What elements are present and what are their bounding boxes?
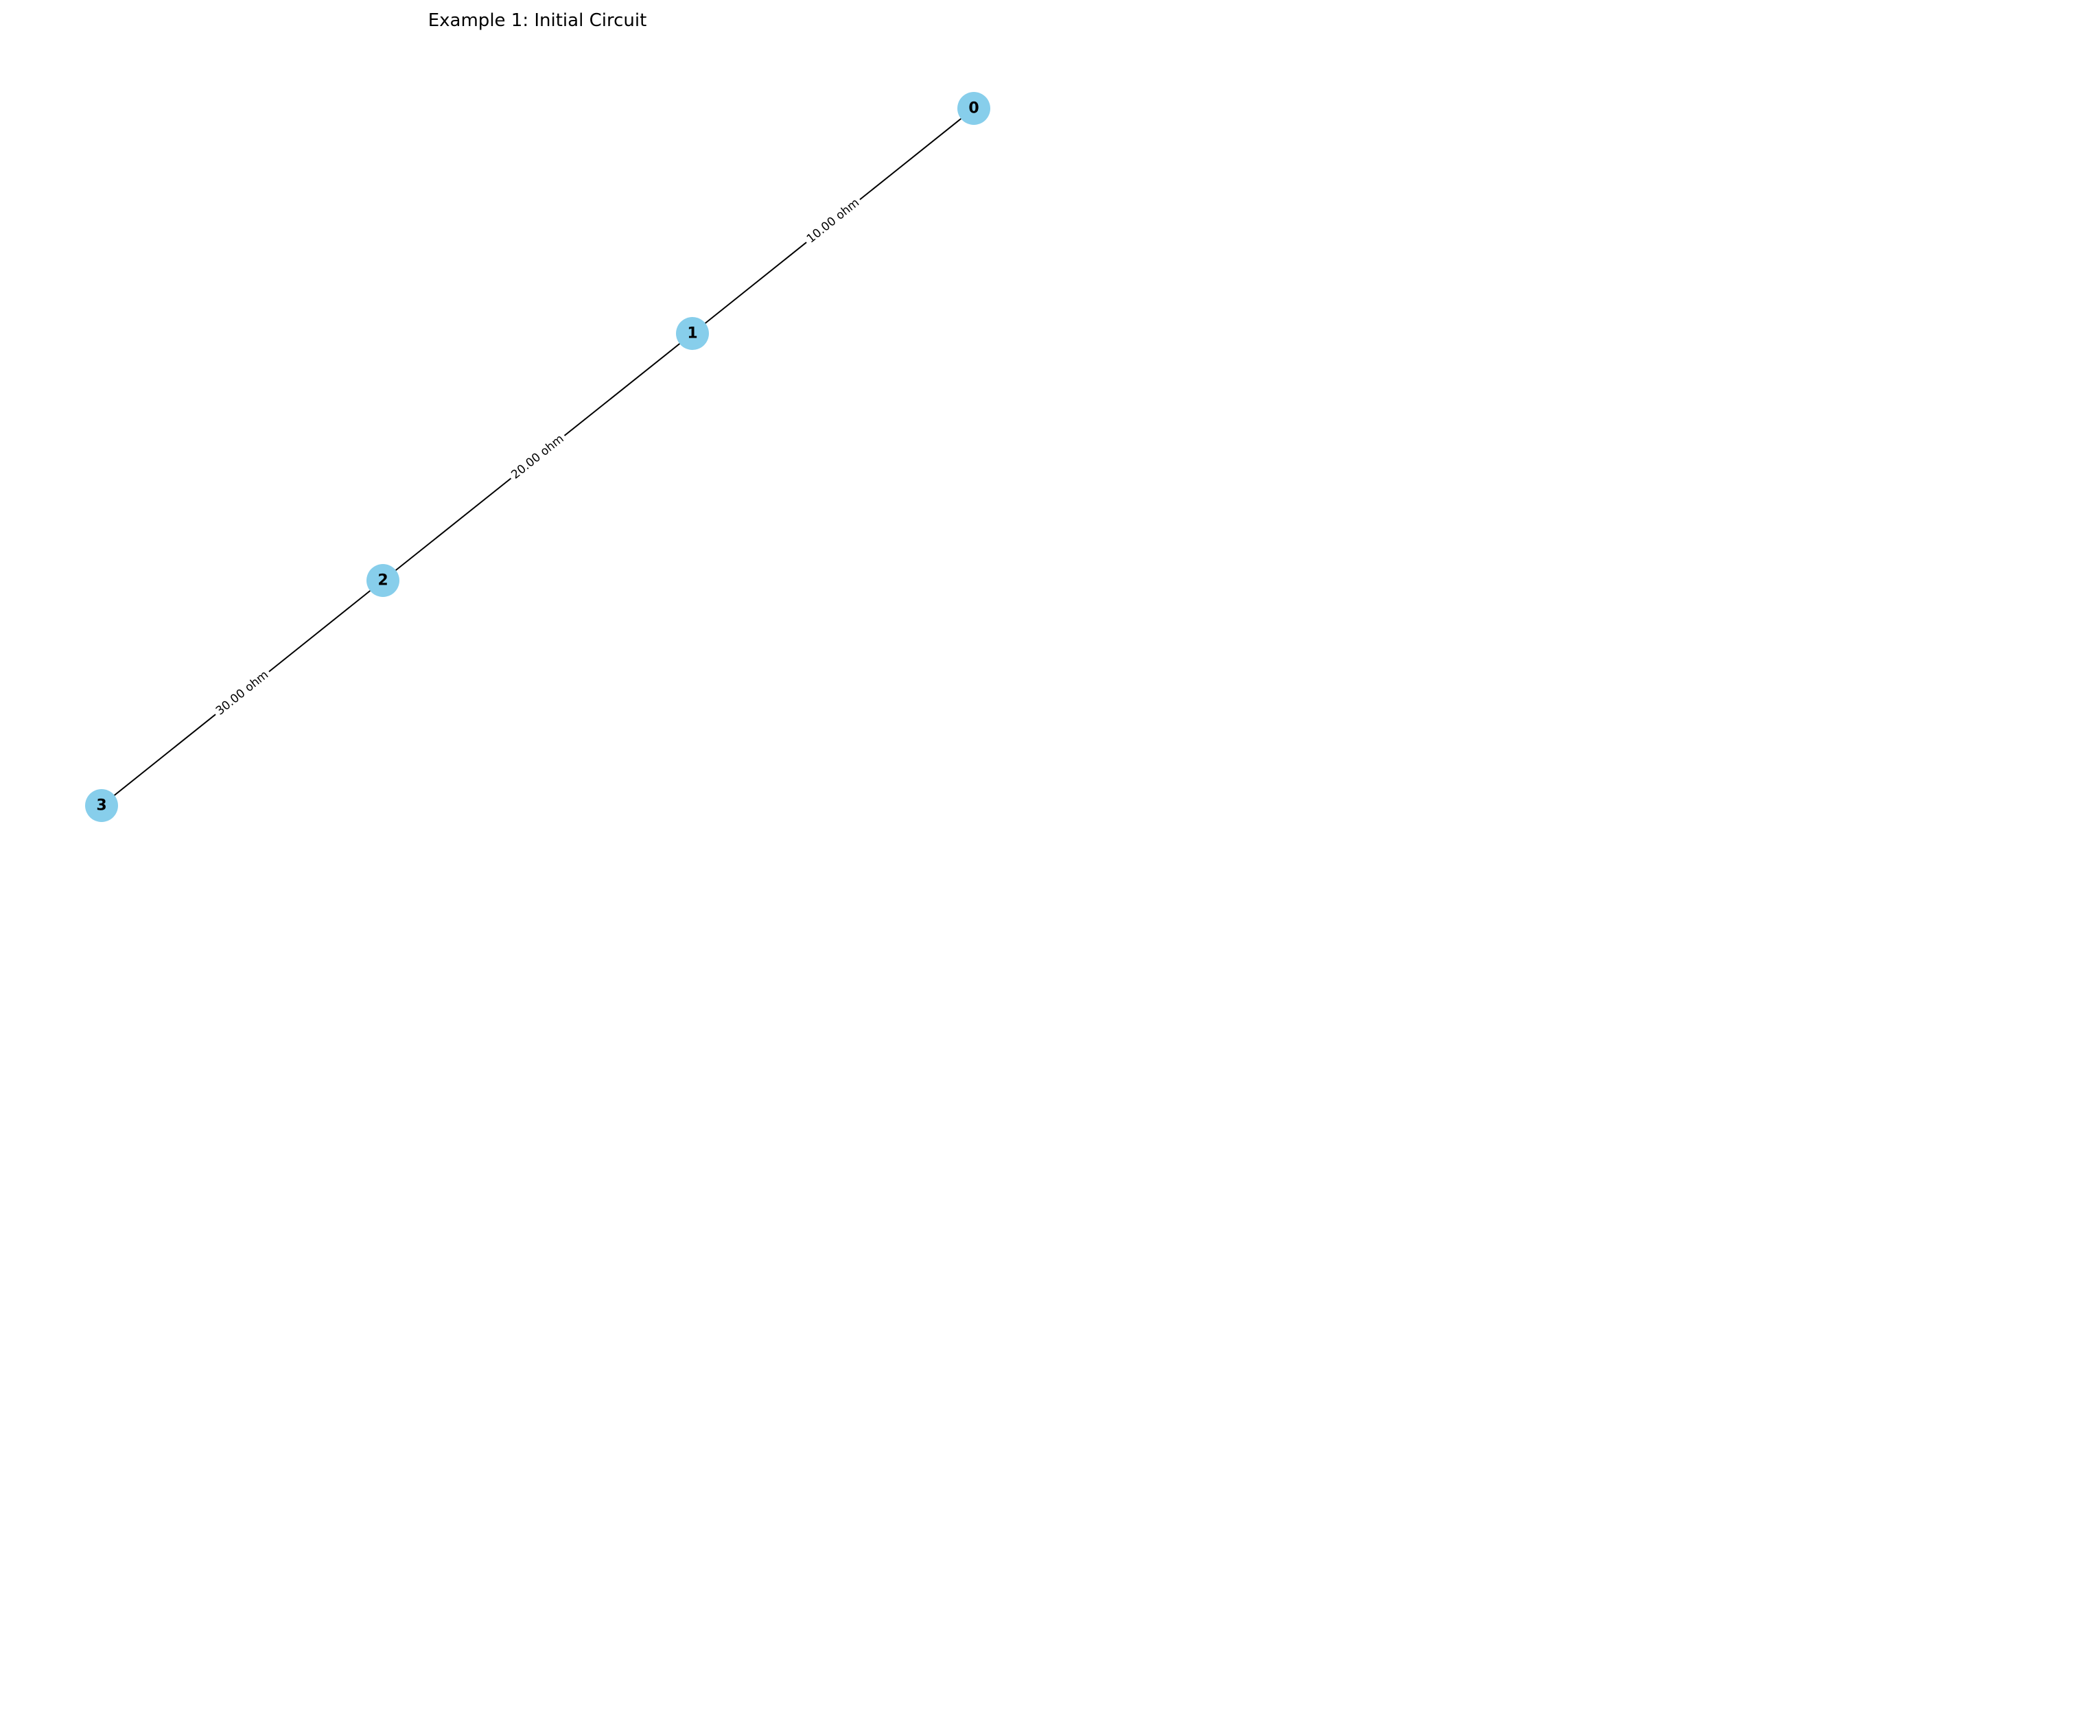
node-circle xyxy=(366,564,399,597)
nodes-layer: 0 1 2 3 xyxy=(85,92,990,822)
node-2: 2 xyxy=(366,564,399,597)
node-1: 1 xyxy=(676,317,709,350)
node-label: 3 xyxy=(96,797,106,814)
edge-labels-layer: 10.00 ohm 20.00 ohm 30.00 ohm xyxy=(210,193,865,721)
edge-label-text: 30.00 ohm xyxy=(213,668,271,718)
node-0: 0 xyxy=(957,92,990,125)
edge-label-2-3: 30.00 ohm xyxy=(210,665,275,721)
node-circle xyxy=(957,92,990,125)
edge-label-text: 20.00 ohm xyxy=(509,432,566,482)
edge-label-1-2: 20.00 ohm xyxy=(506,429,570,485)
edge-label-background xyxy=(506,429,570,485)
edge-label-0-1: 10.00 ohm xyxy=(801,193,865,249)
edge-label-background xyxy=(210,665,275,721)
edge-label-background xyxy=(801,193,865,249)
node-circle xyxy=(676,317,709,350)
node-label: 2 xyxy=(377,572,388,589)
edge-label-text: 10.00 ohm xyxy=(804,196,862,246)
diagram-title: Example 1: Initial Circuit xyxy=(428,10,647,31)
node-3: 3 xyxy=(85,789,118,822)
node-label: 0 xyxy=(968,100,979,117)
node-circle xyxy=(85,789,118,822)
circuit-diagram: Example 1: Initial Circuit 0 1 2 3 10.00 oh… xyxy=(85,10,990,822)
node-label: 1 xyxy=(687,325,697,342)
